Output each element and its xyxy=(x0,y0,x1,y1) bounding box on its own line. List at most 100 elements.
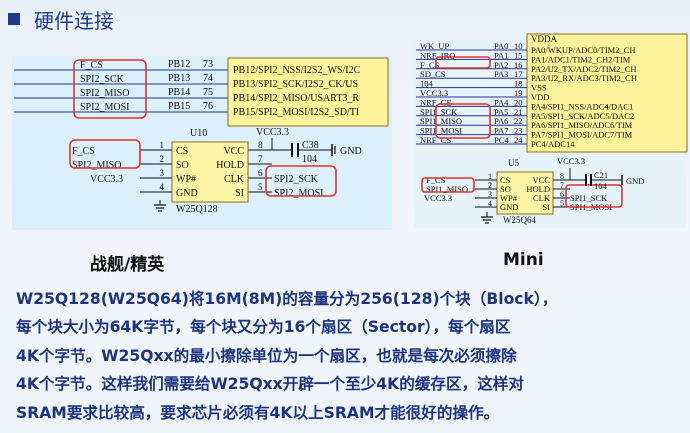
left-pin-number-2: 75 xyxy=(203,87,213,98)
left-gnd-label: GND xyxy=(340,146,362,157)
right-chip-pin-name-r-0: VCC xyxy=(533,175,551,185)
right-vcc-label-wp: VCC3.3 xyxy=(424,193,452,203)
right-net-label-2: F_CS xyxy=(420,60,440,70)
right-pin-func-10: PC4/ADC14 xyxy=(531,139,575,149)
left-chip-net-r-3: SPI2_MOSI xyxy=(274,188,323,199)
left-chip-pin-num-l-3: 4 xyxy=(160,182,165,192)
caption-left: 战舰/精英 xyxy=(90,255,165,275)
left-chip-pin-num-l-1: 2 xyxy=(160,154,165,164)
left-chip-net-l-0: F_CS xyxy=(72,146,95,157)
right-pin-number-3: 17 xyxy=(514,69,523,79)
right-net-label-9: SPI1_MOSI xyxy=(420,126,462,136)
right-pin-number-4: 18 xyxy=(514,79,523,89)
left-net-label-0: F_CS xyxy=(80,60,103,71)
right-pin-func-8: PA6/SPI1_MISO/ADC6/TIM xyxy=(531,120,633,130)
right-chip-pin-num-l-1: 2 xyxy=(488,181,492,190)
left-chip-pin-name-r-1: HOLD xyxy=(216,160,244,171)
right-pin-number-5: 19 xyxy=(514,88,523,98)
right-pin-name-0: PA0 xyxy=(494,41,508,51)
left-net-label-3: SPI2_MOSI xyxy=(80,102,129,113)
left-pin-number-0: 73 xyxy=(203,59,213,70)
paragraph-line-5: SRAM要求比较高，要求芯片必须有4K以上SRAM才能很好的操作。 xyxy=(16,403,500,422)
right-pin-func-2: PA2/U2_TX/ADC2/TIM2_CH xyxy=(531,64,636,74)
right-cap-val: 104 xyxy=(594,181,608,191)
right-net-label-3: SD_CS xyxy=(420,69,446,79)
right-chip-pin-num-r-1: 7 xyxy=(560,181,564,190)
right-pin-name-9: PA7 xyxy=(494,126,508,136)
description-paragraph: W25Q128(W25Q64)将16M(8M)的容量分为256(128)个块（B… xyxy=(16,285,684,427)
left-pin-name-2: PB14 xyxy=(168,87,190,98)
left-chip-pin-name-l-3: GND xyxy=(176,188,198,199)
right-chip-pin-num-l-3: 4 xyxy=(488,199,492,208)
right-pin-number-9: 23 xyxy=(514,126,523,136)
right-pin-number-6: 20 xyxy=(514,97,523,107)
paragraph-line-4: 4K个字节。这样我们需要给W25Qxx开辟一个至少4K的缓存区，这样对 xyxy=(16,375,524,394)
right-pin-number-8: 22 xyxy=(514,116,523,126)
right-chip-body xyxy=(496,171,554,215)
left-cap-val: 104 xyxy=(302,154,317,165)
left-chip-pin-name-r-3: SI xyxy=(235,188,244,199)
right-pin-name-2: PA2 xyxy=(494,60,508,70)
right-pin-number-10: 24 xyxy=(514,135,523,145)
left-chip-pin-num-r-1: 7 xyxy=(258,154,263,164)
left-pin-name-3: PB15 xyxy=(168,101,190,112)
left-chip-pin-name-r-0: VCC xyxy=(223,146,244,157)
right-pin-name-7: PA5 xyxy=(494,107,508,117)
paragraph-line-1: W25Q128(W25Q64)将16M(8M)的容量分为256(128)个块（B… xyxy=(16,290,558,308)
left-net-label-2: SPI2_MISO xyxy=(80,88,129,99)
right-net-label-4: 104 xyxy=(420,79,434,89)
right-net-label-1: NRF_IRQ xyxy=(420,50,455,60)
right-chip-net-box-r xyxy=(565,184,623,208)
right-chip-net-l-1: SPI1_MISO xyxy=(426,184,468,194)
right-pin-func-6: PA4/SPI1_NSS/ADC4/DAC1 xyxy=(531,101,633,111)
bullet-square-icon xyxy=(8,13,20,25)
left-cap-ref: C38 xyxy=(302,140,319,151)
left-vcc-label-top: VCC3.3 xyxy=(256,127,289,138)
left-chip-net-r-2: SPI2_SCK xyxy=(274,174,319,185)
right-net-label-6: NRF_CE xyxy=(420,97,452,107)
right-pin-func-5: VDD xyxy=(531,92,549,102)
left-pin-number-1: 74 xyxy=(203,73,213,84)
right-net-label-10: NRF_CS xyxy=(420,135,451,145)
left-chip-pin-num-r-3: 5 xyxy=(258,182,263,192)
left-chip-body xyxy=(171,141,249,203)
left-chip-pin-num-r-2: 6 xyxy=(258,168,263,178)
right-pin-number-2: 16 xyxy=(514,60,523,70)
right-pin-name-1: PA1 xyxy=(494,50,508,60)
left-net-label-1: SPI2_SCK xyxy=(80,74,125,85)
left-net-group-box xyxy=(73,59,147,119)
left-chip-pin-num-l-2: 3 xyxy=(160,168,165,178)
right-chip-pin-name-l-0: CS xyxy=(500,175,511,185)
left-chip-name: W25Q128 xyxy=(176,204,218,215)
right-spi-group-box xyxy=(435,103,491,139)
left-pin-func-1: PB13/SPI2_SCK/I2S2_CK/US xyxy=(233,79,358,90)
left-pin-func-2: PB14/SPI2_MISO/USART3_R xyxy=(233,93,359,104)
page-title: 硬件连接 xyxy=(34,8,114,33)
right-pin-func-3: PA3/U2_RX/ADC3/TIM2_CH xyxy=(531,73,637,83)
right-net-label-7: SPI1_SCK xyxy=(420,107,458,117)
caption-right: Mini xyxy=(503,250,544,270)
right-mcu-body xyxy=(526,33,688,153)
paragraph-line-3: 4K个字节。W25Qxx的最小擦除单位为一个扇区，也就是每次必须擦除 xyxy=(16,346,517,365)
right-chip-pin-num-r-2: 6 xyxy=(560,190,564,199)
right-cap-ref: C21 xyxy=(594,170,608,180)
right-chip-pin-name-r-2: CLK xyxy=(533,193,551,203)
left-chip-pin-name-l-0: CS xyxy=(176,146,188,157)
right-pin-func-1: PA1/ADC1/TIM2_CH2/TIM xyxy=(531,54,631,64)
left-chip-pin-num-l-0: 1 xyxy=(160,140,165,150)
right-chip-pin-name-r-1: HOLD xyxy=(526,184,550,194)
right-chip-pin-name-l-2: WP# xyxy=(500,193,518,203)
left-chip-pin-name-l-1: SO xyxy=(176,160,189,171)
left-pin-name-1: PB13 xyxy=(168,73,190,84)
right-pin-number-7: 21 xyxy=(514,107,523,117)
left-mcu-body xyxy=(227,57,389,127)
left-pin-func-0: PB12/SPI2_NSS/I2S2_WS/I2C xyxy=(233,65,361,76)
right-chip-pin-name-r-3: SI xyxy=(542,202,550,212)
right-net-label-0: WK_UP xyxy=(420,41,450,51)
left-pin-func-3: PB15/SPI2_MOSI/I2S2_SD/TI xyxy=(233,107,359,118)
right-pin-name-10: PC4 xyxy=(494,135,509,145)
right-fcs-box xyxy=(435,56,491,69)
right-gnd-label: GND xyxy=(626,176,644,186)
right-chip-pin-num-r-3: 5 xyxy=(560,199,564,208)
